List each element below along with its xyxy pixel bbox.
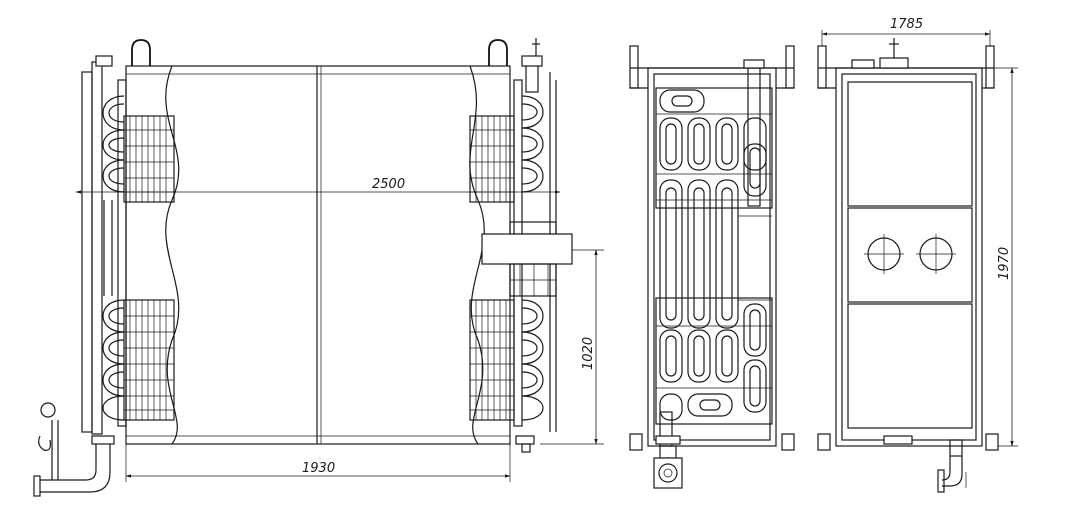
front-frame	[125, 65, 511, 445]
break-line-right	[469, 65, 485, 445]
pressure-gauge-icon	[40, 402, 56, 418]
port-left-icon	[864, 234, 904, 274]
right-fins-top	[469, 115, 515, 203]
front-view: 2500 1930 1020	[33, 38, 604, 497]
lifting-eye-right	[488, 39, 508, 66]
end-view: 1785 1970	[817, 17, 1018, 493]
dim-2500: 2500	[372, 177, 405, 192]
lifting-eye-left	[131, 39, 151, 66]
left-fins-bottom	[123, 299, 175, 421]
panel-middle	[847, 207, 973, 303]
valve-manifold	[481, 221, 573, 297]
break-line-left	[165, 65, 180, 445]
dim-1785: 1785	[890, 17, 923, 32]
right-fins-bottom	[469, 299, 515, 421]
inlet-piping	[33, 402, 535, 497]
side-long-tubes	[659, 179, 772, 329]
side-view	[629, 45, 795, 489]
left-return-bends	[102, 95, 125, 421]
dim-1930: 1930	[302, 461, 335, 476]
side-coil-top	[655, 87, 773, 209]
dim-1970: 1970	[997, 247, 1012, 280]
bottom-flange	[653, 457, 683, 489]
panel-top	[847, 81, 973, 207]
left-fins-top	[123, 115, 175, 203]
port-right-icon	[916, 234, 956, 274]
panel-bottom	[847, 303, 973, 429]
side-coil-bottom	[655, 297, 773, 425]
dim-1020: 1020	[581, 337, 596, 370]
